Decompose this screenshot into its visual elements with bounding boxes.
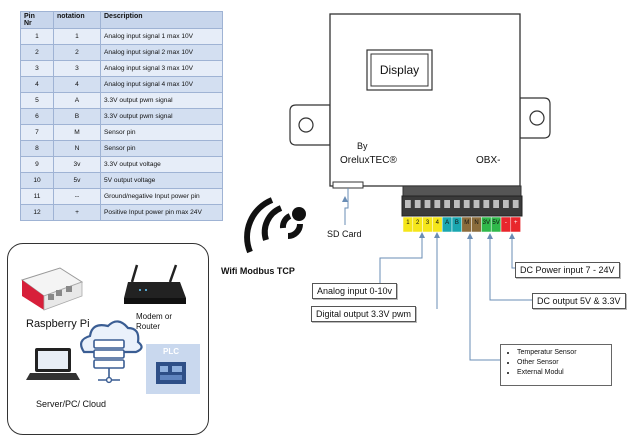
brand-label: OreluxTEC® (340, 155, 397, 166)
sd-card-label: SD Card (327, 229, 362, 239)
terminal-label: 5V (492, 220, 500, 226)
terminal-block (401, 185, 523, 217)
terminal-label: - (504, 220, 507, 226)
terminal-label: 3 (425, 220, 430, 226)
terminal-color-12 (510, 216, 521, 233)
description-cell: Analog input signal 4 max 10V (100, 76, 223, 93)
description-cell: Positive Input power pin max 24V (100, 204, 223, 221)
sensor-item: Temperatur Sensor (517, 348, 611, 358)
dc-power-callout: DC Power input 7 - 24V (515, 262, 620, 278)
plc-label: PLC (163, 347, 179, 356)
terminal-label: N (474, 220, 479, 226)
notation-cell: 3 (53, 60, 101, 77)
pin-number-cell: 11 (20, 188, 54, 205)
wire-sd-card (344, 188, 349, 225)
pin-number-cell: 12 (20, 204, 54, 221)
terminal-label: 4 (435, 220, 439, 226)
server-cloud-icon (80, 320, 143, 384)
notation-cell: 4 (53, 76, 101, 93)
terminal-screw (463, 200, 470, 208)
wifi-icon (244, 197, 306, 254)
description-cell: Analog input signal 3 max 10V (100, 60, 223, 77)
wire-analog (379, 236, 423, 290)
terminal-label: M (464, 220, 470, 226)
plc-icon (146, 344, 200, 394)
terminal-screw (434, 200, 441, 208)
terminal-screw (444, 200, 450, 208)
terminal-screw (414, 200, 421, 208)
table-row: 12+Positive Input power pin max 24V (20, 204, 223, 221)
dc-output-callout: DC output 5V & 3.3V (532, 293, 626, 309)
terminal-label: A (445, 220, 450, 226)
pin-number-cell: 2 (20, 44, 54, 61)
sensor-item: Other Sensor (517, 358, 611, 368)
wire-sensor (469, 237, 500, 361)
terminal-label: + (513, 220, 518, 226)
laptop-icon (26, 348, 80, 380)
server-label: Server/PC/ Cloud (36, 399, 107, 409)
pin-number-cell: 6 (20, 108, 54, 125)
terminal-label: 2 (416, 220, 420, 226)
pin-number-cell: 7 (20, 124, 54, 141)
terminal-color-strip (402, 216, 521, 233)
terminal-screw (454, 200, 460, 208)
connection-wires (344, 188, 532, 361)
router-icon (124, 264, 186, 304)
sensor-item: External Modul (517, 368, 611, 378)
terminal-screw (424, 200, 431, 208)
wire-dc-power (511, 237, 515, 269)
description-cell: Sensor pin (100, 124, 223, 141)
notation-cell: 3v (53, 156, 101, 173)
notation-cell: N (53, 140, 101, 157)
terminal-label: 3V (482, 220, 490, 226)
notation-cell: M (53, 124, 101, 141)
header-notation: notation (53, 11, 101, 29)
router-label: Modem or Router (136, 312, 173, 331)
wifi-label: Wifi Modbus TCP (221, 266, 295, 276)
terminal-screw (483, 200, 490, 208)
header-pin-nr: Pin Nr (20, 11, 54, 29)
device-enclosure (289, 13, 551, 189)
terminal-label: 1 (406, 220, 410, 226)
terminal-screw (503, 200, 509, 208)
display-label: Display (379, 63, 420, 77)
description-cell: 3.3V output pwm signal (100, 92, 223, 109)
wire-dc-output (489, 237, 532, 301)
terminal-screw (473, 200, 480, 208)
terminal-screw (493, 200, 499, 208)
description-cell: Analog input signal 2 max 10V (100, 44, 223, 61)
terminal-screw (512, 200, 519, 208)
digital-output-callout: Digital output 3.3V pwm (311, 306, 417, 322)
terminal-label: B (454, 220, 459, 226)
model-label: OBX- (476, 155, 501, 166)
notation-cell: 5v (53, 172, 101, 189)
raspberry-pi-icon (20, 267, 84, 311)
display-screen (366, 49, 433, 91)
by-label: By (357, 141, 368, 151)
analog-input-callout: Analog input 0-10v (312, 283, 398, 299)
description-cell: Analog input signal 1 max 10V (100, 28, 223, 45)
sensor-list-box: Temperatur Sensor Other Sensor External … (500, 344, 612, 386)
terminal-screw (405, 200, 411, 208)
wire-arrows (342, 196, 515, 239)
pin-number-cell: 4 (20, 76, 54, 93)
raspberry-pi-label: Raspberry Pi (26, 318, 90, 330)
description-cell: 5V output voltage (100, 172, 223, 189)
